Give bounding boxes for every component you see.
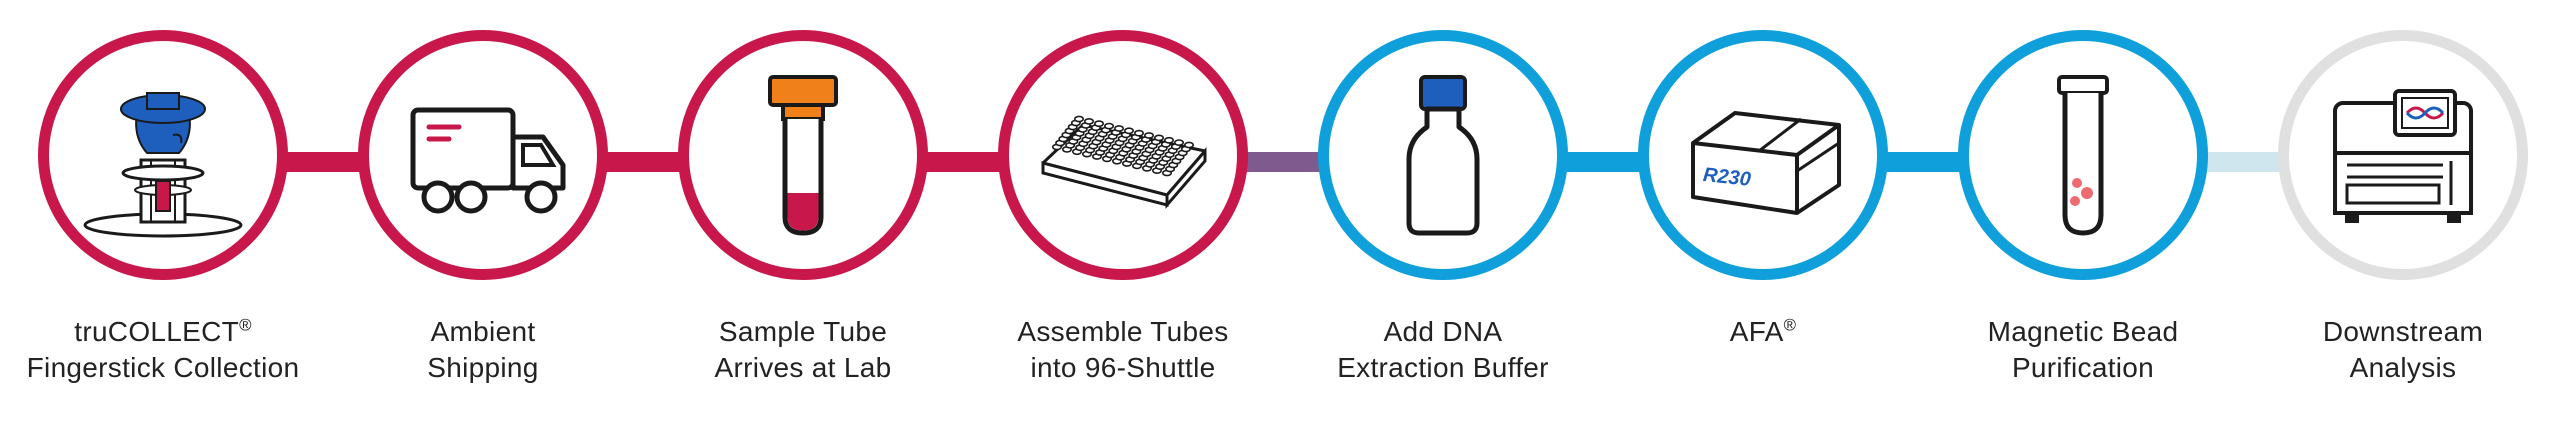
step-label: truCOLLECT® Fingerstick Collection <box>27 314 300 386</box>
step-label-line2: Shipping <box>427 352 539 383</box>
rack-tube <box>1124 127 1135 135</box>
step-label-line2: Purification <box>2011 352 2155 383</box>
step-label: Magnetic Bead Purification <box>1988 314 2179 386</box>
bead-tube-icon <box>2057 75 2109 236</box>
step-label: Ambient Shipping <box>427 314 538 386</box>
step-label: AFA® <box>1730 314 1796 350</box>
sample-tube-icon <box>768 75 838 236</box>
step-ambient-shipping: Ambient Shipping <box>338 30 628 386</box>
rack-tube <box>1114 125 1125 132</box>
step-downstream-analysis: Downstream Analysis <box>2258 30 2548 386</box>
step-add-dna-buffer: Add DNA Extraction Buffer <box>1298 30 1588 386</box>
rack-tube <box>1083 118 1094 125</box>
step-ring <box>2278 30 2528 280</box>
step-label-line2: Analysis <box>2349 352 2457 383</box>
step-label: Add DNA Extraction Buffer <box>1337 314 1549 386</box>
step-label-line1: Assemble Tubes <box>1017 316 1229 347</box>
step-label-line1: Downstream <box>2322 316 2484 347</box>
rack-tube <box>1174 139 1185 146</box>
step-ring <box>358 30 608 280</box>
step-afa: R230 AFA® <box>1618 30 1908 350</box>
step-label: Assemble Tubes into 96-Shuttle <box>1017 314 1228 386</box>
step-ring <box>678 30 928 280</box>
step-label-line1: Sample Tube <box>718 316 888 347</box>
step-label-line2: into 96-Shuttle <box>1030 352 1216 383</box>
step-label-line1: truCOLLECT <box>74 316 240 347</box>
rack-tube <box>1094 120 1105 128</box>
step-label-line1: Add DNA <box>1383 316 1503 347</box>
step-label-line1: AFA <box>1729 316 1784 347</box>
registered-mark: ® <box>239 315 252 335</box>
rack-tube <box>1164 136 1175 144</box>
step-ring <box>1958 30 2208 280</box>
tube-rack-icon <box>1041 115 1207 210</box>
rack-tube <box>1134 129 1145 137</box>
rack-tube <box>1184 141 1195 149</box>
step-ring <box>998 30 1248 280</box>
step-label-line2: Extraction Buffer <box>1337 352 1549 383</box>
step-label-line2: Arrives at Lab <box>714 352 892 383</box>
r230-instrument-icon: R230 <box>1691 111 1841 215</box>
step-label-line1: Ambient <box>430 316 536 347</box>
step-ring <box>1318 30 1568 280</box>
fingerstick-device-icon <box>83 92 243 238</box>
step-label: Downstream Analysis <box>2323 314 2483 386</box>
rack-tube <box>1144 132 1155 139</box>
rack-tube <box>1154 134 1165 142</box>
step-assemble-tubes: Assemble Tubes into 96-Shuttle <box>978 30 1268 386</box>
rack-tube <box>1073 115 1084 123</box>
buffer-bottle-icon <box>1406 75 1480 236</box>
step-label-line2: Fingerstick Collection <box>26 352 300 383</box>
delivery-truck-icon <box>410 107 566 214</box>
step-ring <box>38 30 288 280</box>
step-label-line1: Magnetic Bead <box>1987 316 2179 347</box>
step-label: Sample Tube Arrives at Lab <box>715 314 892 386</box>
step-ring: R230 <box>1638 30 1888 280</box>
rack-tube <box>1104 122 1115 130</box>
instrument-model-label: R230 <box>1702 164 1752 191</box>
analysis-instrument-icon <box>2333 89 2473 223</box>
step-sample-tube: Sample Tube Arrives at Lab <box>658 30 948 386</box>
registered-mark: ® <box>1783 315 1797 335</box>
step-magnetic-bead: Magnetic Bead Purification <box>1938 30 2228 386</box>
step-fingerstick-collection: truCOLLECT® Fingerstick Collection <box>18 30 308 386</box>
